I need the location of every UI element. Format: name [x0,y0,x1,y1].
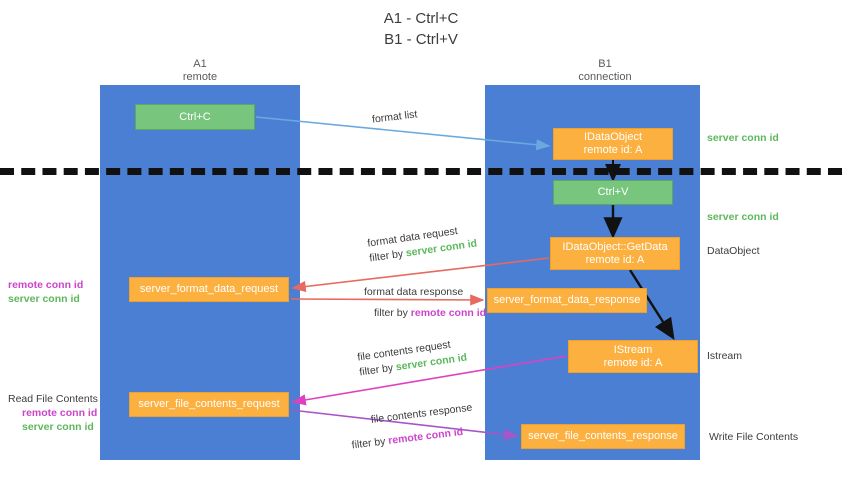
box-idataobject[interactable]: IDataObject remote id: A [553,128,673,160]
box-ctrl-c-label: Ctrl+C [179,110,211,123]
annotation-conn-ids-format: remote conn id server conn id [8,278,83,306]
label-istream: Istream [707,350,743,362]
box-server-format-data-response[interactable]: server_format_data_response [487,288,647,313]
label-server-conn-id-top: server conn id [707,131,779,145]
box-istream-line2: remote id: A [603,356,663,369]
annotation-read-file-contents: Read File Contents remote conn id server… [8,392,98,434]
box-ctrl-v[interactable]: Ctrl+V [553,180,673,205]
edge-format-data-response-text: format data response [364,286,464,298]
label-dataobject: DataObject [707,245,760,257]
phase-divider [0,168,842,175]
lane-header-b1: B1 connection [535,58,675,84]
lane-b1-name: B1 [598,58,612,70]
box-idataobject-getdata[interactable]: IDataObject::GetData remote id: A [550,237,680,270]
box-format-data-request-label: server_format_data_request [139,283,279,295]
lane-a1-name: A1 [193,58,207,70]
annotation-read-file-contents-heading: Read File Contents [8,393,98,405]
box-getdata-line1: IDataObject::GetData [562,240,668,253]
arrow-file-contents-response [290,409,519,441]
lane-a1-sub: remote [182,71,218,83]
filter-value-remote-conn-id: remote conn id [410,307,487,319]
title-line-2: B1 - Ctrl+V [384,31,458,48]
title-line-1: A1 - Ctrl+C [383,10,459,27]
label-write-file-contents: Write File Contents [709,431,799,443]
filter-prefix: filter by [351,435,390,452]
filter-prefix: filter by [374,307,411,319]
arrow-format-list [255,116,551,151]
annotation-server-conn-id: server conn id [8,293,80,305]
box-file-contents-request-label: server_file_contents_request [138,398,280,410]
label-server-conn-id-mid: server conn id [707,210,779,224]
lane-b1-sub: connection [578,71,632,83]
label-text: server conn id [707,211,779,223]
box-file-contents-response-label: server_file_contents_response [528,430,678,442]
box-idataobject-line1: IDataObject [583,131,643,143]
box-format-data-response-label: server_format_data_response [493,294,641,306]
arrow-file-contents-request [291,355,567,406]
arrow-format-data-request [291,257,550,293]
arrow-getdata-to-istream [628,269,675,341]
annotation-remote-conn-id: remote conn id [8,279,84,291]
annotation-server-conn-id: server conn id [22,421,94,433]
box-server-format-data-request[interactable]: server_format_data_request [129,277,289,302]
box-idataobject-line2: remote id: A [583,144,643,156]
box-ctrl-v-label: Ctrl+V [597,186,629,198]
box-server-file-contents-response[interactable]: server_file_contents_response [521,424,685,449]
label-text: server conn id [707,132,779,144]
arrow-format-data-response [290,294,485,306]
filter-prefix: filter by [358,361,397,379]
lane-header-a1: A1 remote [135,58,265,84]
page-title: A1 - Ctrl+C B1 - Ctrl+V [0,8,842,50]
box-server-file-contents-request[interactable]: server_file_contents_request [129,392,289,417]
box-getdata-line2: remote id: A [585,253,645,266]
box-istream-line1: IStream [613,343,653,356]
edge-label-format-data-response: format data response filter by remote co… [364,285,486,321]
edge-format-data-response-filter: filter by remote conn id [374,306,486,321]
filter-prefix: filter by [368,247,407,265]
box-ctrl-c[interactable]: Ctrl+C [135,104,255,130]
box-istream[interactable]: IStream remote id: A [568,340,698,373]
annotation-remote-conn-id: remote conn id [22,407,98,419]
